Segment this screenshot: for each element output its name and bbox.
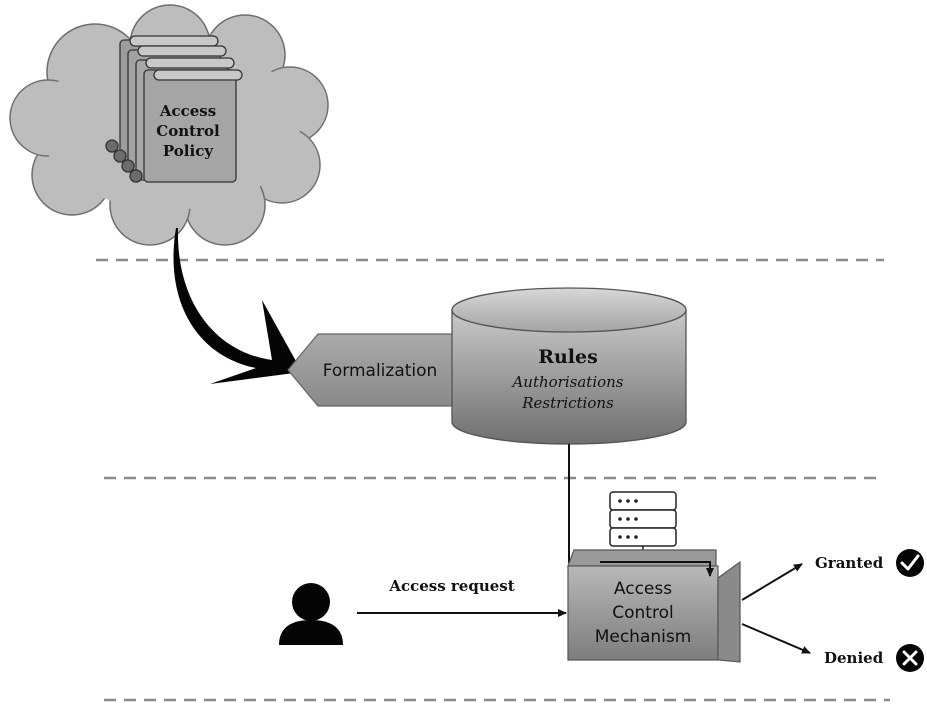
- policy-document-icon: [105, 35, 243, 183]
- policy-label-line3: Policy: [163, 142, 214, 160]
- formalization-label: Formalization: [323, 361, 438, 381]
- denied-arrow: [741, 623, 811, 654]
- rules-connector: [568, 444, 601, 566]
- denied-label: Denied: [824, 649, 884, 667]
- user-icon: [279, 583, 343, 645]
- curved-arrow: [173, 228, 302, 384]
- rules-authorisations: Authorisations: [510, 373, 623, 391]
- mechanism-label-line1: Access: [614, 579, 672, 599]
- granted-arrow: [741, 563, 803, 601]
- access-request-label: Access request: [388, 577, 514, 595]
- policy-label-line2: Control: [156, 122, 220, 140]
- mechanism-inner-arrow: [600, 561, 714, 577]
- server-icon: [609, 491, 677, 566]
- rules-title: Rules: [538, 346, 598, 368]
- granted-label: Granted: [815, 554, 884, 572]
- rules-database: [451, 287, 687, 445]
- mechanism-label-line2: Control: [612, 603, 673, 623]
- mechanism-label-line3: Mechanism: [595, 627, 692, 647]
- policy-label-line1: Access: [159, 102, 216, 120]
- rules-restrictions: Restrictions: [521, 394, 614, 412]
- cross-icon: [896, 644, 924, 672]
- check-icon: [896, 549, 924, 577]
